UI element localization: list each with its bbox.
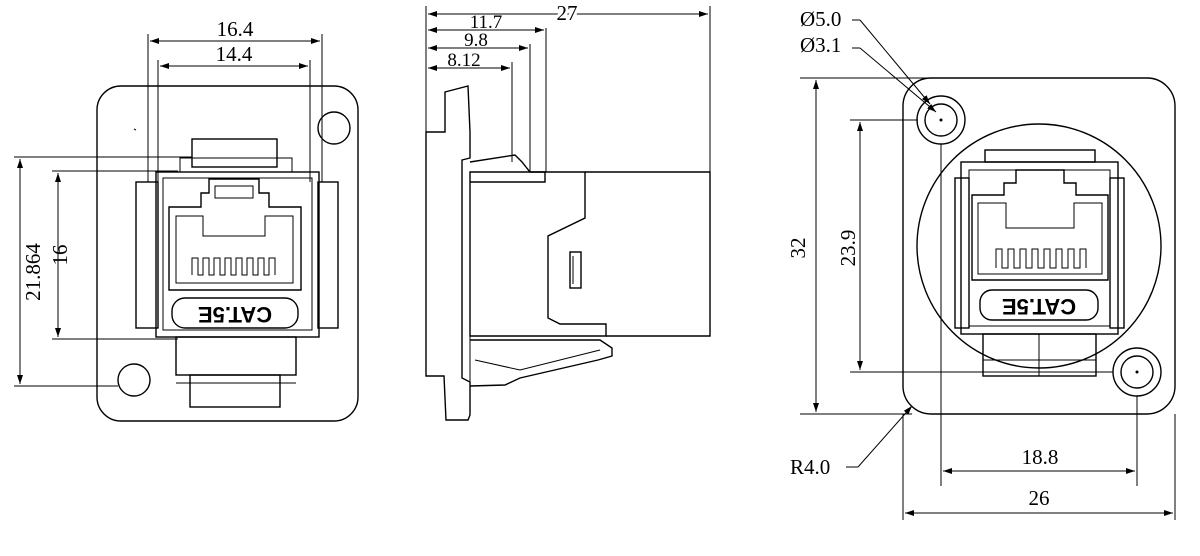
dim-hole-inner-dia: Ø3.1: [800, 33, 841, 57]
front-top-tab: [191, 138, 278, 168]
side-body: [469, 171, 607, 337]
dim-hole-spacing-h: 18.8: [1022, 445, 1059, 469]
side-latch: [469, 154, 546, 183]
dim-height: 32: [786, 238, 810, 259]
panel-mount-hole-bottom: [1120, 355, 1154, 389]
dim-width: 26: [1029, 486, 1050, 510]
front-bottom-housing: [175, 336, 297, 376]
dim-corner-radius: R4.0: [790, 455, 830, 479]
cat5e-label-panel: CAT.5E: [1002, 294, 1076, 319]
contact-pins-front: [191, 257, 276, 276]
dim-inner-height: 16: [48, 245, 72, 266]
front-flange: [96, 85, 359, 422]
side-view: 27 11.7 9.8 8.12: [425, 0, 711, 421]
dim-d2: 9.8: [464, 30, 488, 51]
dim-outer-height: 21.864: [21, 243, 45, 301]
front-mount-hole-top: [317, 111, 351, 145]
side-bottom-clip: [469, 339, 613, 387]
panel-flange: [902, 77, 1176, 415]
dim-outer-width: 16.4: [217, 17, 254, 41]
panel-mount-hole-top: [924, 103, 958, 137]
dim-d3: 8.12: [447, 50, 480, 71]
contact-pins-panel: [995, 248, 1087, 269]
cat5e-label-plate-front: [171, 297, 299, 329]
cat5e-label-front: CAT.5E: [198, 302, 272, 327]
dim-hole-outer-dia: Ø5.0: [800, 7, 841, 31]
dim-d1: 11.7: [470, 12, 503, 33]
front-dimensions: 16.4 14.4 21.864 16: [14, 17, 323, 387]
side-flange: [425, 85, 471, 421]
dim-hole-spacing-v: 23.9: [836, 230, 860, 267]
panel-view: CAT.5E Ø5.0 Ø3.1 32 23.9: [786, 7, 1176, 520]
cat5e-label-plate-panel: [979, 289, 1099, 321]
rj45-socket-panel: [971, 169, 1109, 281]
dim-inner-width: 14.4: [216, 42, 253, 66]
front-view: CAT.5E 16.4 14.4 21.864 16: [14, 17, 359, 422]
side-dimensions: 27 11.7 9.8 8.12: [425, 0, 711, 172]
front-mount-hole-bottom: [117, 363, 151, 397]
side-slot: [569, 251, 582, 289]
rj45-socket-front: [168, 178, 302, 291]
panel-dimensions: Ø5.0 Ø3.1 32 23.9 18.8 26: [786, 7, 1176, 520]
dim-total-depth: 27: [557, 1, 578, 25]
